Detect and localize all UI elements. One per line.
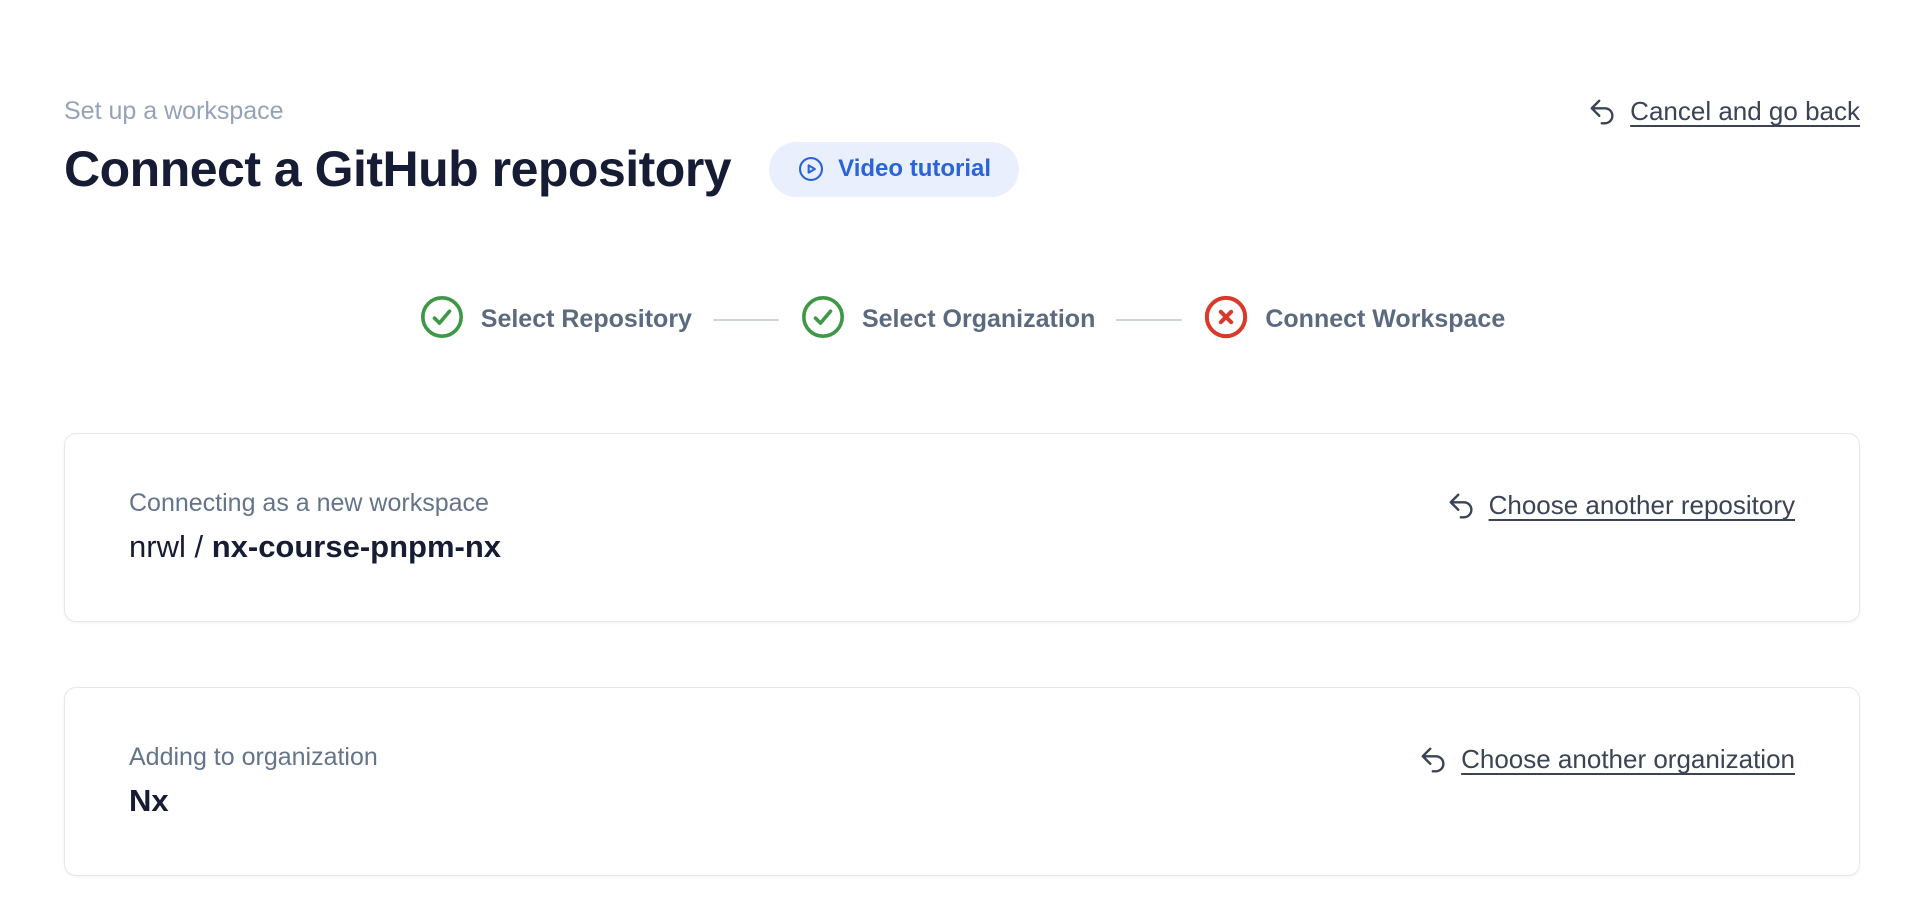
step-connector [1116,318,1183,321]
cancel-and-go-back-link[interactable]: Cancel and go back [1588,96,1860,127]
repository-card-info: Connecting as a new workspace nrwl / nx-… [129,488,501,566]
repository-card-value: nrwl / nx-course-pnpm-nx [129,528,501,566]
arrow-uturn-left-icon [1419,745,1449,775]
step-select-repository: Select Repository [419,294,692,345]
page-header: Set up a workspace Cancel and go back Co… [64,0,1860,198]
x-circle-icon [1203,294,1249,345]
repository-name: nx-course-pnpm-nx [211,529,502,564]
check-circle-icon [800,294,846,345]
choose-another-organization-link[interactable]: Choose another organization [1419,744,1795,775]
video-tutorial-label: Video tutorial [838,155,992,182]
arrow-uturn-left-icon [1588,97,1618,127]
step-connector [712,318,779,321]
repository-separator: / [185,529,212,564]
organization-card: Adding to organization Nx Choose another… [64,687,1860,876]
organization-card-label: Adding to organization [129,743,378,771]
title-row: Connect a GitHub repository Video tutori… [64,140,1860,198]
arrow-uturn-left-icon [1447,491,1477,521]
play-circle-icon [797,155,825,183]
organization-name: Nx [129,783,169,818]
step-label: Select Organization [861,305,1096,333]
repository-card: Connecting as a new workspace nrwl / nx-… [64,433,1860,622]
organization-card-info: Adding to organization Nx [129,742,378,820]
repository-org: nrwl [129,529,186,564]
step-label: Select Repository [480,305,692,333]
check-circle-icon [419,294,465,345]
stepper: Select Repository Select Organization Co… [64,294,1860,345]
eyebrow-label: Set up a workspace [64,97,284,125]
video-tutorial-button[interactable]: Video tutorial [769,141,1020,197]
header-top-row: Set up a workspace Cancel and go back [64,96,1860,127]
page-title: Connect a GitHub repository [64,141,732,197]
organization-card-value: Nx [129,782,378,820]
repository-card-label: Connecting as a new workspace [129,489,489,517]
step-select-organization: Select Organization [800,294,1095,345]
choose-another-repository-link[interactable]: Choose another repository [1447,490,1795,521]
cancel-label: Cancel and go back [1630,96,1860,126]
setup-workspace-page: Set up a workspace Cancel and go back Co… [64,0,1860,876]
step-connect-workspace: Connect Workspace [1203,294,1505,345]
choose-another-repository-label: Choose another repository [1488,490,1795,520]
choose-another-organization-label: Choose another organization [1461,744,1795,774]
step-label: Connect Workspace [1265,305,1506,333]
